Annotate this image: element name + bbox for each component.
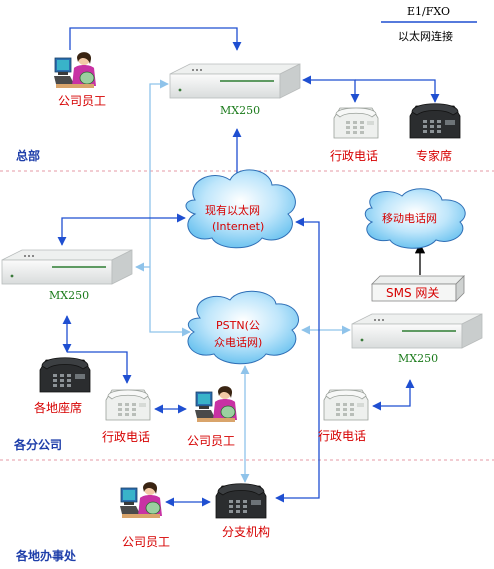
sms-gateway-label: SMS 网关 [386,286,439,300]
legend-e1-label: E1/FXO [407,5,450,18]
section-office-title: 各地办事处 [15,548,77,563]
ethernet-links [135,79,351,483]
pstn-cloud: PSTN(公 众电话网) [187,290,299,365]
e1-links [57,27,440,507]
phone-admin-hq-label: 行政电话 [330,149,378,163]
pstn-cloud-title: PSTN(公 [216,319,260,332]
staff-branch-label: 公司员工 [187,434,235,448]
phone-local-seat: 各地座席 [34,357,91,415]
mx250-branch-label: MX250 [49,289,89,302]
internet-cloud: 现有以太网 (Internet) [185,169,296,249]
staff-hq: 公司员工 [53,51,106,108]
phone-local-seat-label: 各地座席 [34,400,82,415]
phone-expert-hq: 专家席 [409,103,461,163]
phone-admin-branch: 行政电话 [102,389,151,444]
phone-admin-right-label: 行政电话 [318,429,366,443]
pstn-cloud-subtitle: 众电话网) [214,336,262,349]
staff-office: 公司员工 [119,481,170,549]
link-staff-hq-mx [69,27,242,51]
mx250-hq-label: MX250 [220,104,260,117]
mx250-branch: MX250 [1,249,133,302]
link-internet-branch [57,213,186,246]
mobile-cloud-label: 移动电话网 [382,212,437,225]
legend: E1/FXO 以太网连接 [381,5,477,43]
staff-office-label: 公司员工 [122,535,170,549]
link-mx-hq-admin [302,75,360,103]
link-seat-admin-branch [67,351,132,384]
mx250-hq: MX250 [169,63,301,117]
staff-hq-label: 公司员工 [58,94,106,108]
link-mx-hq-expert [355,79,440,103]
ethernet-link-hq-pstn [149,79,191,337]
phone-pbx-label: 分支机构 [222,524,270,539]
section-branch-title: 各分公司 [13,437,62,452]
link-internet-office [275,217,320,503]
internet-cloud-title: 现有以太网 [205,203,260,217]
staff-branch: 公司员工 [187,385,238,448]
link-mx-right-admin [372,379,415,411]
mx250-right: MX250 [351,313,483,365]
internet-cloud-subtitle: (Internet) [212,220,264,233]
phone-expert-hq-label: 专家席 [416,148,452,163]
phone-pbx: 分支机构 [215,483,270,539]
legend-ethernet-label: 以太网连接 [398,30,453,43]
sms-gateway: SMS 网关 [371,275,465,302]
phone-admin-branch-label: 行政电话 [102,430,150,444]
mx250-right-label: MX250 [398,352,438,365]
mobile-cloud: 移动电话网 [364,188,466,249]
section-hq-title: 总部 [16,148,40,163]
phone-admin-right: 行政电话 [318,389,369,443]
phone-admin-hq: 行政电话 [330,107,379,163]
